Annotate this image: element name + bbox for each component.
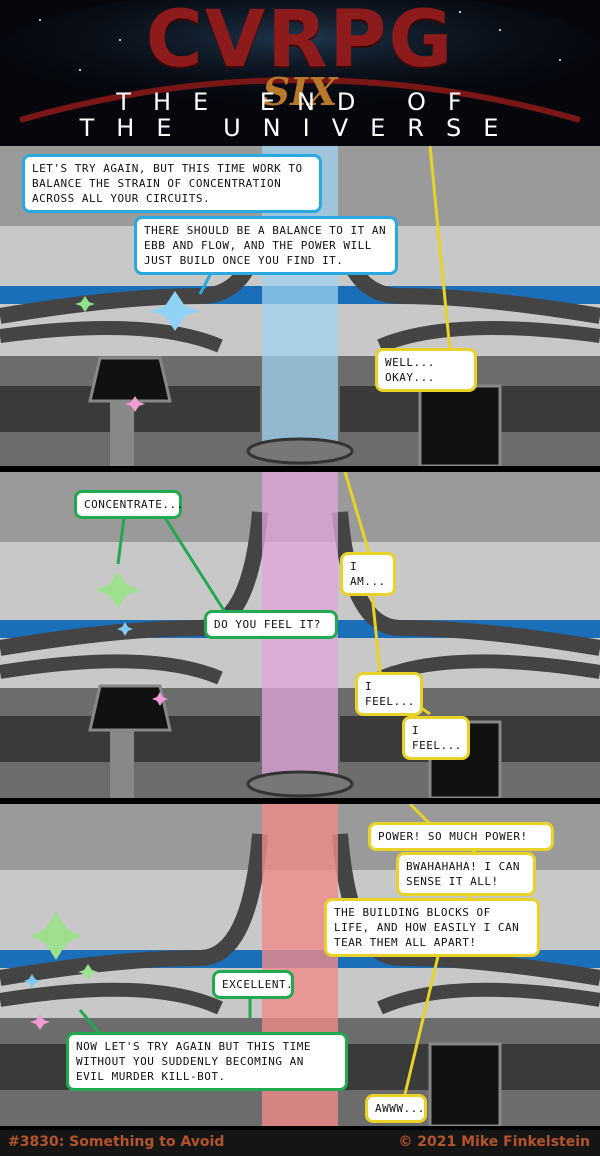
speech-bubble-yellow: I FEEL...: [355, 672, 423, 716]
speech-bubble-green: EXCELLENT.: [212, 970, 294, 999]
speech-bubble-green: NOW LET'S TRY AGAIN BUT THIS TIME WITHOU…: [66, 1032, 348, 1091]
comic-panel-3: POWER! SO MUCH POWER! BWAHAHAHA! I CAN S…: [0, 804, 600, 1126]
speech-bubble-blue: THERE SHOULD BE A BALANCE TO IT AN EBB A…: [134, 216, 398, 275]
comic-number-title: #3830: Something to Avoid: [8, 1134, 225, 1150]
comic-header: CVRPG SIX THE END OF THE UNIVERSE: [0, 0, 600, 146]
space-background: [0, 0, 600, 146]
logo-sub: SIX: [262, 69, 338, 114]
copyright: © 2021 Mike Finkelstein: [398, 1134, 590, 1150]
comic-panel-1: LET'S TRY AGAIN, BUT THIS TIME WORK TO B…: [0, 146, 600, 466]
speech-bubble-yellow: BWAHAHAHA! I CAN SENSE IT ALL!: [396, 852, 536, 896]
speech-bubble-yellow: I FEEL...: [402, 716, 470, 760]
lab-scene-2: [0, 472, 600, 798]
speech-bubble-yellow: POWER! SO MUCH POWER!: [368, 822, 554, 851]
speech-bubble-green: CONCENTRATE...: [74, 490, 183, 519]
tagline-line2: THE UNIVERSE: [79, 114, 521, 142]
logo-title: CVRPG: [145, 0, 455, 85]
comic-panel-2: CONCENTRATE... DO YOU FEEL IT? I AM... I…: [0, 472, 600, 798]
speech-bubble-yellow: THE BUILDING BLOCKS OF LIFE, AND HOW EAS…: [324, 898, 540, 957]
planet-horizon-arc: [19, 77, 581, 123]
tagline-line1: THE END OF: [116, 88, 484, 116]
speech-bubble-yellow: WELL... OKAY...: [375, 348, 477, 392]
speech-bubble-blue: LET'S TRY AGAIN, BUT THIS TIME WORK TO B…: [22, 154, 322, 213]
speech-bubble-yellow: I AM...: [340, 552, 396, 596]
comic-footer: #3830: Something to Avoid © 2021 Mike Fi…: [0, 1130, 600, 1156]
speech-bubble-green: DO YOU FEEL IT?: [204, 610, 338, 639]
speech-bubble-yellow: AWWW...: [365, 1094, 427, 1123]
